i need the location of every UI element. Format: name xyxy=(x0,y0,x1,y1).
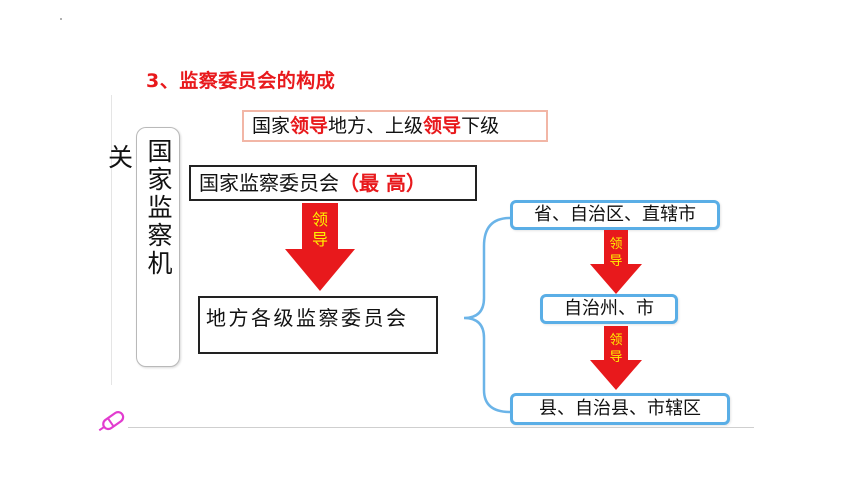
lead-arrow-small-2: 领 导 xyxy=(590,326,642,394)
rule-text-3: 下级 xyxy=(461,115,500,137)
lead-arrow-large-label-2: 导 xyxy=(312,230,328,249)
left-divider-line xyxy=(111,95,112,385)
side-label: 关 xyxy=(108,143,134,172)
section-title: 3、监察委员会的构成 xyxy=(146,70,336,92)
svg-text:导: 导 xyxy=(609,254,622,269)
local-commission-box: 地方各级监察委员会 xyxy=(198,296,438,354)
rule-text-2: 地方、上级 xyxy=(328,115,424,137)
lead-arrow-large-label-1: 领 xyxy=(312,210,328,229)
county-level-box: 县、自治县、市辖区 xyxy=(510,393,730,425)
national-commission-label: 国家监察委员会 xyxy=(199,171,339,195)
rule-lead-1: 领导 xyxy=(290,115,329,137)
svg-text:导: 导 xyxy=(609,350,622,365)
lead-arrow-large: 领 导 xyxy=(285,203,355,295)
rule-text-1: 国家 xyxy=(252,115,291,137)
bottom-divider-line xyxy=(128,427,754,428)
rule-lead-2: 领导 xyxy=(423,115,462,137)
prefecture-level-box: 自治州、市 xyxy=(540,294,678,324)
decor-dot xyxy=(60,18,62,20)
province-level-box: 省、自治区、直辖市 xyxy=(510,200,720,230)
national-commission-box: 国家监察委员会（最 高） xyxy=(189,165,477,201)
leadership-rule-box: 国家领导地方、上级领导下级 xyxy=(242,110,548,142)
lead-arrow-small-1: 领 导 xyxy=(590,230,642,298)
highest-label: （最 高） xyxy=(339,171,426,195)
svg-text:领: 领 xyxy=(609,333,622,348)
vertical-label-box: 国家监察机 xyxy=(136,127,180,367)
pencil-icon[interactable] xyxy=(98,406,130,438)
grouping-brace xyxy=(460,206,515,428)
svg-text:领: 领 xyxy=(609,237,622,252)
